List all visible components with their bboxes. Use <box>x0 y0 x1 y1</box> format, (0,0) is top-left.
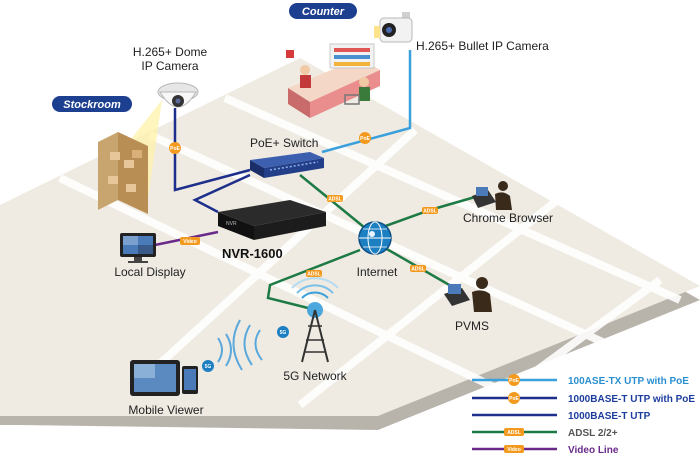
nvr-label: NVR-1600 <box>222 246 283 261</box>
badge-5g-mobile <box>202 360 214 372</box>
svg-text:PoE: PoE <box>509 396 519 402</box>
chrome-browser-label: Chrome Browser <box>463 211 553 225</box>
line-badges: PoE PoE ADSL ADSL ADSL ADSL Video <box>169 132 438 278</box>
poe-switch-label: PoE+ Switch <box>250 136 318 150</box>
svg-text:ADSL: ADSL <box>423 209 437 215</box>
5g-tower-icon <box>291 277 339 363</box>
svg-text:1000BASE-T UTP with PoE: 1000BASE-T UTP with PoE <box>568 394 695 405</box>
legend-item: Video Video Line <box>472 445 619 456</box>
legend: PoE 100ASE-TX UTP with PoE PoE 1000BASE-… <box>472 374 695 456</box>
internet-globe-icon <box>358 221 392 255</box>
mobile-viewer-icon <box>130 360 198 396</box>
svg-text:ADSL: ADSL <box>411 267 425 273</box>
svg-text:ADSL: ADSL <box>307 272 321 278</box>
chrome-browser-user-icon <box>472 181 512 210</box>
legend-item: ADSL ADSL 2/2+ <box>472 428 618 439</box>
svg-text:5G: 5G <box>205 364 212 370</box>
legend-item: 1000BASE-T UTP <box>472 411 651 422</box>
line-dome-to-switch <box>173 108 251 192</box>
line-switch-to-nvr <box>192 173 251 214</box>
local-display-icon <box>120 233 156 263</box>
svg-text:Video Line: Video Line <box>568 445 619 456</box>
bullet-camera-label: H.265+ Bullet IP Camera <box>416 39 549 53</box>
line-bullet-to-switch <box>321 50 412 154</box>
badge-poe-bullet <box>359 132 371 144</box>
svg-text:Video: Video <box>183 239 197 245</box>
badge-poe-dome <box>169 142 181 154</box>
dome-camera-label-line2: IP Camera <box>141 59 198 73</box>
line-internet-to-5g <box>266 248 361 310</box>
pvms-user-icon <box>444 277 492 312</box>
svg-text:PoE: PoE <box>509 378 519 384</box>
counter-scene <box>286 43 380 118</box>
badge-adsl-pvms <box>410 265 426 272</box>
stockroom-shelves-icon <box>98 132 148 214</box>
counter-area-tag: Counter <box>289 3 357 19</box>
badge-adsl-5g <box>306 270 322 277</box>
badge-video <box>180 237 200 245</box>
svg-text:PoE: PoE <box>170 146 180 152</box>
svg-text:ADSL: ADSL <box>507 430 521 436</box>
svg-text:ADSL: ADSL <box>328 197 342 203</box>
svg-text:100ASE-TX UTP with PoE: 100ASE-TX UTP with PoE <box>568 376 689 387</box>
svg-text:Counter: Counter <box>302 6 345 18</box>
internet-label: Internet <box>357 265 398 279</box>
svg-text:1000BASE-T UTP: 1000BASE-T UTP <box>568 411 651 422</box>
floor-plate <box>0 58 700 430</box>
bullet-camera-icon <box>374 12 413 43</box>
mobile-viewer-label: Mobile Viewer <box>128 403 203 417</box>
5g-network-label: 5G Network <box>283 369 347 383</box>
nvr-brand-text: NVR <box>226 221 237 227</box>
badge-5g-tower <box>277 326 289 338</box>
badge-adsl-switch <box>327 195 343 202</box>
nvr-icon: NVR <box>218 200 326 240</box>
legend-item: PoE 1000BASE-T UTP with PoE <box>472 392 695 405</box>
svg-text:Stockroom: Stockroom <box>63 99 121 111</box>
badge-adsl-chrome <box>422 207 438 214</box>
svg-text:PoE: PoE <box>360 136 370 142</box>
pvms-label: PVMS <box>455 319 489 333</box>
local-display-label: Local Display <box>114 265 185 279</box>
svg-text:Video: Video <box>507 447 521 453</box>
svg-text:5G: 5G <box>280 330 287 336</box>
signal-waves-icon <box>217 319 263 371</box>
svg-text:ADSL 2/2+: ADSL 2/2+ <box>568 428 618 439</box>
dome-camera-icon <box>157 82 199 108</box>
poe-switch-icon <box>250 152 324 178</box>
line-switch-to-internet <box>299 174 371 233</box>
dome-camera-label-line1: H.265+ Dome <box>133 45 208 59</box>
stockroom-area-tag: Stockroom <box>52 96 132 112</box>
legend-item: PoE 100ASE-TX UTP with PoE <box>472 374 689 387</box>
